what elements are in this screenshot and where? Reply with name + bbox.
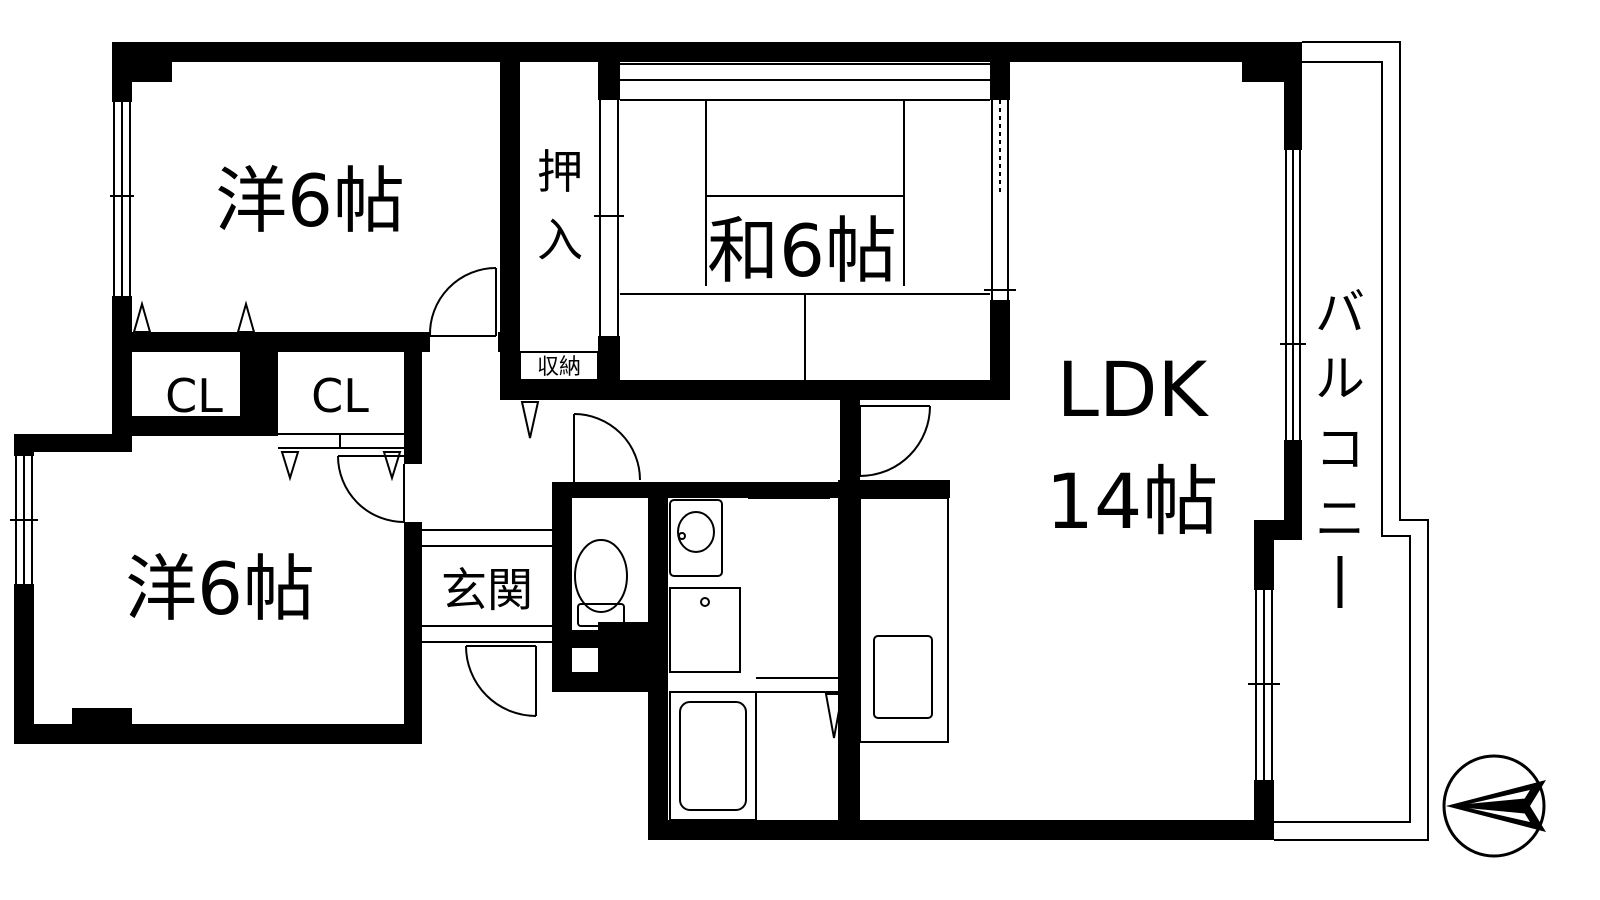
toilet-tank <box>577 603 625 627</box>
toilet-bowl <box>574 539 628 613</box>
balcony-char: ニ <box>1315 490 1365 548</box>
balcony-char: バ <box>1315 284 1365 342</box>
wash-basin <box>669 499 723 577</box>
room-label-oshiire-2: 入 <box>537 213 583 267</box>
balcony-char: ル <box>1315 350 1365 408</box>
room-label-closet-left: CL <box>165 369 223 423</box>
closet-details <box>132 300 599 482</box>
room-label-ldk: LDK <box>1057 345 1210 434</box>
room-label-entrance: 玄関 <box>441 563 533 617</box>
room-label-closet-right: CL <box>311 369 369 423</box>
room-label-ldk-size: 14帖 <box>1046 457 1219 546</box>
doors <box>337 267 931 717</box>
bathtub <box>679 701 747 811</box>
balcony-char: コ <box>1315 420 1365 478</box>
room-label-japanese: 和6帖 <box>707 209 897 293</box>
room-label-balcony: バ ル コ ニ <box>1315 284 1365 608</box>
fixtures <box>574 483 949 821</box>
north-arrow-icon <box>1442 754 1546 858</box>
kitchen-sink <box>873 635 933 719</box>
walls <box>14 42 1302 840</box>
room-label-storage: 収納 <box>537 355 581 380</box>
room-label-western-bottom: 洋6帖 <box>125 547 315 631</box>
balcony-outline <box>1274 41 1429 841</box>
room-label-oshiire-1: 押 <box>537 145 583 199</box>
tatami-mats <box>620 99 990 380</box>
room-label-western-top: 洋6帖 <box>215 159 405 243</box>
